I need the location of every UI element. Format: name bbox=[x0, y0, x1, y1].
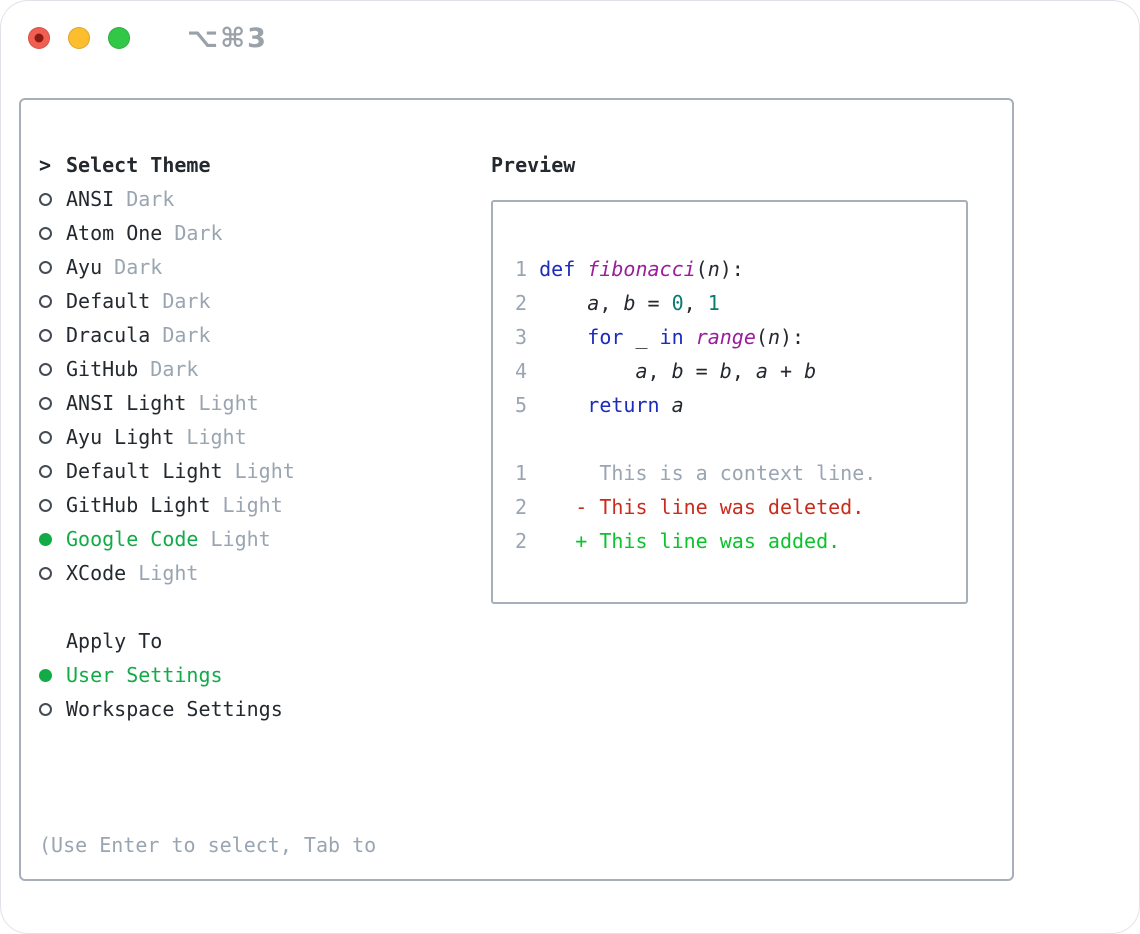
theme-name: Default bbox=[66, 289, 151, 313]
theme-option-github-dark[interactable]: GitHub Dark bbox=[39, 352, 463, 386]
radio-icon bbox=[39, 362, 52, 376]
theme-option-ayu-light-light[interactable]: Ayu Light Light bbox=[39, 420, 463, 454]
theme-name: Ayu Light bbox=[66, 425, 175, 449]
radio-icon bbox=[39, 260, 52, 274]
theme-option-default-light-light[interactable]: Default Light Light bbox=[39, 454, 463, 488]
theme-option-dracula-dark[interactable]: Dracula Dark bbox=[39, 318, 463, 352]
theme-name: GitHub Light bbox=[66, 493, 211, 517]
theme-option-ansi-dark[interactable]: ANSI Dark bbox=[39, 182, 463, 216]
preview-line-6 bbox=[503, 422, 966, 456]
theme-name: ANSI bbox=[66, 187, 115, 211]
preview-line-5: 5 return a bbox=[503, 393, 684, 417]
theme-variant-badge: Dark bbox=[174, 221, 223, 245]
help-text: (Use Enter to select, Tab to change focu… bbox=[39, 760, 463, 933]
theme-list-title: Select Theme bbox=[66, 153, 211, 177]
theme-option-ansi-light-light[interactable]: ANSI Light Light bbox=[39, 386, 463, 420]
bullet-column bbox=[39, 702, 66, 716]
preview-line-7: 1 This is a context line. bbox=[503, 461, 877, 485]
theme-name: Default Light bbox=[66, 459, 223, 483]
preview-line-8: 2 - This line was deleted. bbox=[503, 495, 865, 519]
zoom-button[interactable] bbox=[108, 27, 130, 49]
preview-line-2: 2 a, b = 0, 1 bbox=[503, 291, 720, 315]
theme-variant-badge: Light bbox=[234, 459, 295, 483]
selection-cursor: > bbox=[39, 153, 52, 177]
theme-option-ayu-dark[interactable]: Ayu Dark bbox=[39, 250, 463, 284]
radio-icon bbox=[39, 328, 52, 342]
radio-icon bbox=[39, 566, 52, 580]
theme-name: GitHub bbox=[66, 357, 139, 381]
theme-name: Ayu bbox=[66, 255, 103, 279]
theme-option-github-light-light[interactable]: GitHub Light Light bbox=[39, 488, 463, 522]
preview-line-1: 1 def fibonacci(n): bbox=[503, 257, 744, 281]
window-title-shortcut: ⌥⌘3 bbox=[187, 22, 268, 54]
bullet-column bbox=[39, 430, 66, 444]
theme-variant-badge: Dark bbox=[126, 187, 175, 211]
bullet-column bbox=[39, 464, 66, 478]
close-button[interactable] bbox=[28, 27, 50, 49]
radio-icon bbox=[39, 226, 52, 240]
theme-option-google-code-light[interactable]: Google Code Light bbox=[39, 522, 463, 556]
theme-variant-badge: Dark bbox=[162, 323, 211, 347]
theme-option-xcode-light[interactable]: XCode Light bbox=[39, 556, 463, 590]
theme-variant-badge: Light bbox=[186, 425, 247, 449]
bullet-column bbox=[39, 260, 66, 274]
preview-title: Preview bbox=[491, 153, 576, 177]
radio-icon bbox=[39, 668, 52, 682]
bullet-column bbox=[39, 294, 66, 308]
theme-variant-badge: Dark bbox=[162, 289, 211, 313]
preview-pane: Preview 1 def fibonacci(n): 2 a, b = 0, … bbox=[463, 100, 1012, 879]
bullet-column bbox=[39, 498, 66, 512]
theme-option-atom-one-dark[interactable]: Atom One Dark bbox=[39, 216, 463, 250]
apply-to-header-row: Apply To bbox=[39, 624, 463, 658]
theme-variant-badge: Dark bbox=[150, 357, 199, 381]
theme-option-default-dark[interactable]: Default Dark bbox=[39, 284, 463, 318]
radio-icon bbox=[39, 464, 52, 478]
theme-variant-badge: Dark bbox=[114, 255, 163, 279]
help-line-1: (Use Enter to select, Tab to bbox=[39, 833, 377, 857]
titlebar: ⌥⌘3 bbox=[1, 1, 1139, 75]
theme-name: XCode bbox=[66, 561, 127, 585]
preview-line-3: 3 for _ in range(n): bbox=[503, 325, 805, 349]
theme-variant-badge: Light bbox=[138, 561, 199, 585]
bullet-column bbox=[39, 566, 66, 580]
apply-option-label: Workspace Settings bbox=[66, 697, 283, 721]
theme-name: Atom One bbox=[66, 221, 163, 245]
radio-icon bbox=[39, 430, 52, 444]
apply-option-label: User Settings bbox=[66, 663, 223, 687]
theme-list-header-row: > Select Theme bbox=[39, 148, 463, 182]
theme-name: Google Code bbox=[66, 527, 199, 551]
bullet-column bbox=[39, 328, 66, 342]
bullet-column bbox=[39, 532, 66, 546]
apply-to-title: Apply To bbox=[66, 629, 163, 653]
bullet-column bbox=[39, 362, 66, 376]
bullet-column bbox=[39, 226, 66, 240]
radio-icon bbox=[39, 498, 52, 512]
preview-line-4: 4 a, b = b, a + b bbox=[503, 359, 817, 383]
preview-line-9: 2 + This line was added. bbox=[503, 529, 841, 553]
preview-code-box: 1 def fibonacci(n): 2 a, b = 0, 1 3 for … bbox=[491, 200, 968, 604]
theme-name: Dracula bbox=[66, 323, 151, 347]
radio-icon bbox=[39, 702, 52, 716]
apply-option-workspace-settings[interactable]: Workspace Settings bbox=[39, 692, 463, 726]
radio-icon bbox=[39, 396, 52, 410]
theme-variant-badge: Light bbox=[210, 527, 271, 551]
radio-icon bbox=[39, 532, 52, 546]
bullet-column bbox=[39, 396, 66, 410]
theme-variant-badge: Light bbox=[198, 391, 259, 415]
help-line-2: change focus) bbox=[39, 930, 463, 933]
radio-icon bbox=[39, 192, 52, 206]
theme-name: ANSI Light bbox=[66, 391, 187, 415]
radio-icon bbox=[39, 294, 52, 308]
bullet-column bbox=[39, 192, 66, 206]
theme-variant-badge: Light bbox=[222, 493, 283, 517]
apply-option-user-settings[interactable]: User Settings bbox=[39, 658, 463, 692]
bullet-column bbox=[39, 668, 66, 682]
minimize-button[interactable] bbox=[68, 27, 90, 49]
